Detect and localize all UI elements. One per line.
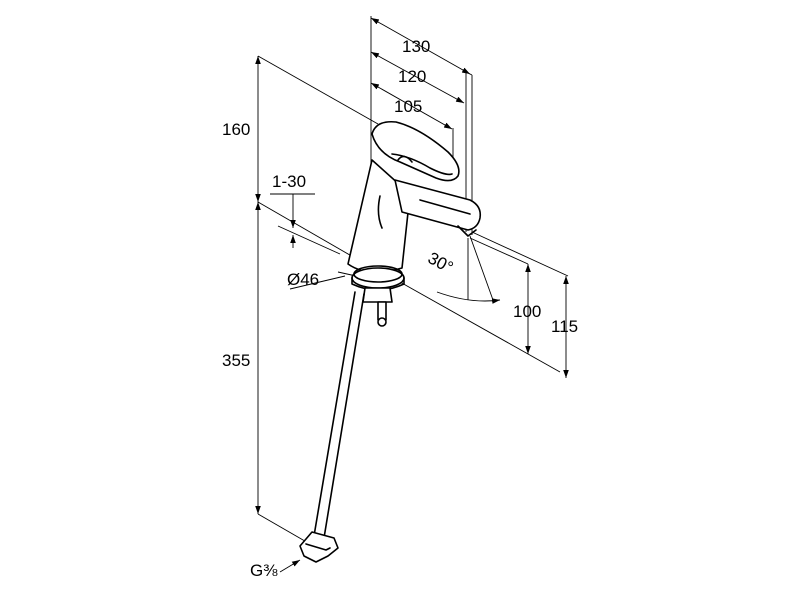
dim-thickness-1-30: 1-30: [272, 172, 306, 191]
dim-connection-g38: G⅜: [250, 561, 278, 580]
dim-reach-120: 120: [398, 67, 426, 86]
dim-spout-115: 115: [551, 317, 578, 336]
dimension-labels: 130 120 105 160 1-30 Ø46 30° 100 115 355…: [222, 37, 578, 580]
dimension-lines: [255, 16, 569, 573]
dim-angle-30: 30°: [425, 248, 457, 277]
faucet-body: [299, 120, 482, 563]
dim-height-160: 160: [222, 120, 250, 139]
dim-hose-355: 355: [222, 351, 250, 370]
dim-reach-130: 130: [402, 37, 430, 56]
dim-diameter-46: Ø46: [287, 270, 319, 289]
dim-reach-105: 105: [394, 97, 422, 116]
dim-spout-100: 100: [513, 302, 541, 321]
